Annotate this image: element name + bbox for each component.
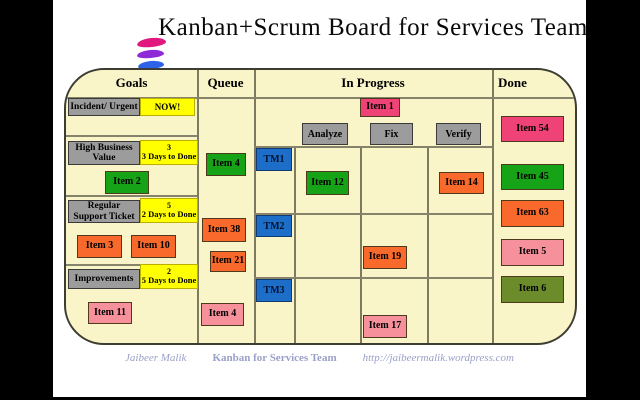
kanban-card-item-21[interactable]: Item 21: [210, 251, 246, 272]
kanban-card-item-10[interactable]: Item 10: [131, 235, 176, 258]
kanban-card-item-45[interactable]: Item 45: [501, 164, 564, 190]
sla-text: NOW!: [154, 101, 181, 112]
footer-title: Kanban for Services Team: [212, 352, 337, 364]
stage-header-analyze: Analyze: [302, 123, 348, 145]
divider-queue-inprogress: [254, 70, 256, 343]
sla-count: 2: [167, 266, 171, 276]
sla-note-high-business-value: 3 3 Days to Done: [140, 140, 198, 165]
goals-row-line-1: [66, 135, 197, 137]
sla-note-improvements: 2 5 Days to Done: [140, 264, 198, 289]
kanban-card-item-54[interactable]: Item 54: [501, 116, 564, 142]
kanban-card-item-4-queue[interactable]: Item 4: [206, 153, 246, 176]
lane-label-tm2: TM2: [256, 215, 292, 237]
kanban-card-item-2[interactable]: Item 2: [105, 171, 149, 194]
column-header-done: Done: [498, 75, 527, 90]
sla-note-now: NOW!: [140, 98, 195, 116]
logo-swoosh-purple-icon: [136, 48, 165, 60]
lane-label-tm1: TM1: [256, 148, 292, 171]
sla-text: 5 Days to Done: [141, 274, 197, 285]
goal-label-incident-urgent: Incident/ Urgent: [68, 98, 140, 116]
goal-label-regular-support-ticket: Regular Support Ticket: [68, 200, 140, 223]
kanban-card-item-6[interactable]: Item 6: [501, 276, 564, 303]
footer-author: Jaibeer Malik: [125, 352, 187, 364]
column-header-in-progress: In Progress: [341, 75, 405, 90]
sla-count: 3: [167, 142, 171, 152]
divider-goals-queue: [197, 70, 199, 343]
inprogress-row-line-3: [254, 277, 492, 279]
kanban-card-item-5[interactable]: Item 5: [501, 239, 564, 266]
goal-label-high-business-value: High Business Value: [68, 141, 140, 165]
sla-count: 5: [167, 200, 171, 210]
column-header-goals: Goals: [115, 75, 148, 90]
sla-note-regular-support: 5 2 Days to Done: [140, 198, 198, 223]
goals-row-line-3: [66, 264, 197, 266]
kanban-card-item-3[interactable]: Item 3: [77, 235, 122, 258]
column-header-queue: Queue: [207, 75, 244, 90]
kanban-card-item-1[interactable]: Item 1: [360, 98, 400, 117]
divider-lane-analyze: [294, 146, 296, 343]
goal-label-improvements: Improvements: [68, 269, 140, 289]
stage-header-verify: Verify: [436, 123, 481, 145]
slide-title: Kanban+Scrum Board for Services Team: [158, 14, 588, 41]
divider-analyze-fix: [360, 146, 362, 343]
divider-inprogress-done: [492, 70, 494, 343]
kanban-card-item-63[interactable]: Item 63: [501, 200, 564, 227]
lane-label-tm3: TM3: [256, 279, 292, 302]
goals-row-line-2: [66, 195, 197, 197]
inprogress-row-line-1: [254, 146, 492, 148]
sla-text: 3 Days to Done: [141, 150, 197, 161]
slide-footer: Jaibeer Malik Kanban for Services Team h…: [53, 352, 586, 364]
header-underline: [66, 97, 575, 99]
footer-url: http://jaibeermalik.wordpress.com: [362, 352, 514, 364]
stage-header-fix: Fix: [370, 123, 413, 145]
kanban-card-item-4b[interactable]: Item 4: [201, 303, 244, 326]
divider-fix-verify: [427, 146, 429, 343]
kanban-board: Goals Queue In Progress Done Incident/ U…: [64, 68, 577, 345]
sla-text: 2 Days to Done: [141, 208, 197, 219]
inprogress-row-line-2: [254, 213, 492, 215]
kanban-card-item-38[interactable]: Item 38: [202, 218, 246, 242]
kanban-card-item-17[interactable]: Item 17: [363, 315, 407, 338]
kanban-card-item-12[interactable]: Item 12: [306, 171, 349, 195]
kanban-card-item-19[interactable]: Item 19: [363, 246, 407, 269]
kanban-card-item-11[interactable]: Item 11: [88, 302, 132, 324]
kanban-card-item-14[interactable]: Item 14: [439, 172, 484, 194]
